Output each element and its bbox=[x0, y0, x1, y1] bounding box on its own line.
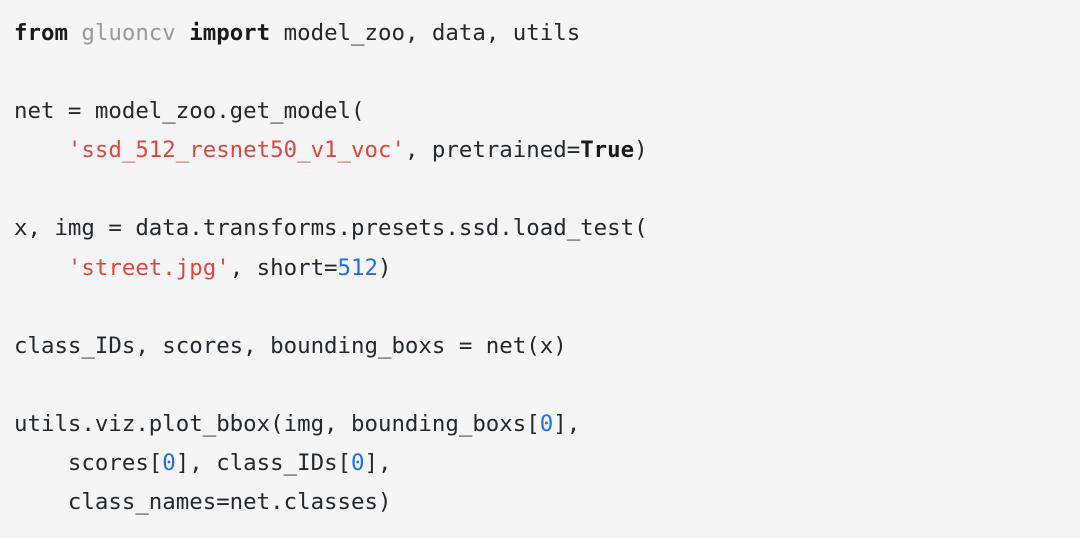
code-token-plain: scores[ bbox=[14, 450, 163, 477]
code-token-plain: ) bbox=[377, 254, 392, 281]
code-token-str: 'street.jpg' bbox=[67, 254, 230, 281]
code-token-plain bbox=[14, 255, 68, 281]
code-line: x, img = data.transforms.presets.ssd.loa… bbox=[14, 209, 1080, 248]
code-line-blank bbox=[14, 170, 1080, 209]
code-line-blank bbox=[14, 366, 1080, 405]
code-line: net = model_zoo.get_model( bbox=[14, 92, 1080, 131]
code-line-blank bbox=[14, 288, 1080, 327]
code-token-plain: ) bbox=[634, 137, 648, 164]
code-line: scores[0], class_IDs[0], bbox=[14, 444, 1080, 483]
code-line-blank bbox=[14, 53, 1080, 92]
code-token-plain bbox=[14, 137, 68, 163]
code-token-str: 'ssd_512_resnet50_v1_voc' bbox=[67, 137, 405, 164]
code-line: utils.viz.plot_bbox(img, bounding_boxs[0… bbox=[14, 405, 1080, 444]
code-token-kw: from bbox=[14, 20, 68, 46]
code-token-kw: True bbox=[580, 137, 635, 164]
code-token-plain: , short= bbox=[229, 254, 338, 281]
code-token-num: 512 bbox=[337, 254, 378, 281]
code-token-plain: class_names=net.classes) bbox=[14, 489, 392, 516]
code-token-num: 0 bbox=[162, 450, 176, 477]
code-token-plain: class_IDs, scores, bounding_boxs = net(x… bbox=[14, 332, 567, 359]
code-token-num: 0 bbox=[351, 450, 365, 477]
code-token-plain: , pretrained= bbox=[404, 137, 581, 164]
code-line: class_names=net.classes) bbox=[14, 483, 1080, 522]
code-token-plain: utils.viz.plot_bbox(img, bounding_boxs[ bbox=[14, 410, 540, 437]
code-token-plain: net = model_zoo.get_model( bbox=[14, 98, 365, 125]
code-line: from gluoncv import model_zoo, data, uti… bbox=[14, 14, 1080, 53]
code-token-mod: gluoncv bbox=[81, 20, 176, 46]
code-token-num: 0 bbox=[539, 410, 554, 437]
code-token-plain: ], bbox=[553, 410, 581, 437]
code-token-plain: ], class_IDs[ bbox=[175, 450, 352, 477]
code-token-plain: ], bbox=[364, 450, 392, 477]
code-token-plain: x, img = data.transforms.presets.ssd.loa… bbox=[14, 215, 648, 242]
code-token-plain bbox=[176, 20, 189, 46]
code-line: class_IDs, scores, bounding_boxs = net(x… bbox=[14, 327, 1080, 366]
code-token-plain: model_zoo, data, utils bbox=[270, 20, 581, 46]
code-line: 'street.jpg', short=512) bbox=[14, 249, 1080, 288]
code-line: 'ssd_512_resnet50_v1_voc', pretrained=Tr… bbox=[14, 131, 1080, 170]
code-token-plain bbox=[68, 20, 81, 46]
code-token-kw: import bbox=[189, 20, 271, 46]
